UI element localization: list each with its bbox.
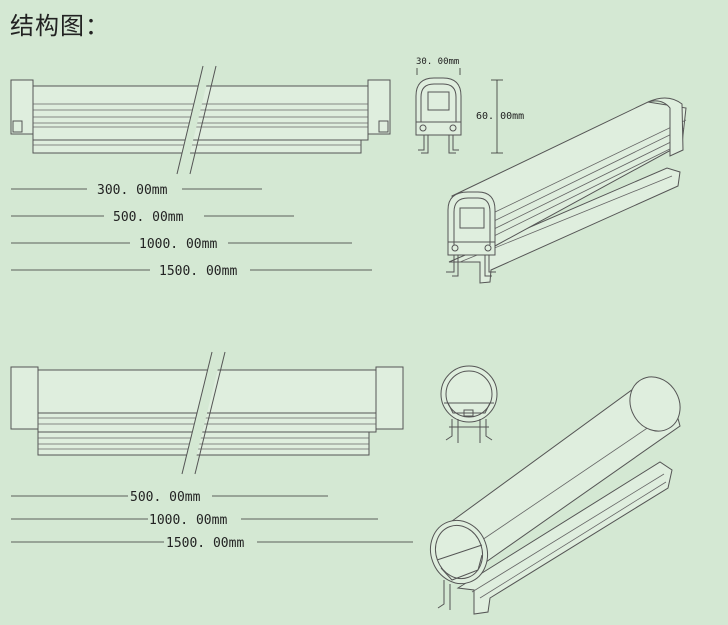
bottom-dimension-lines [11, 495, 413, 543]
top-cross-section [415, 68, 503, 154]
dim-label-500-round: 500. 00mm [130, 490, 201, 505]
dim-label-500: 500. 00mm [113, 210, 184, 225]
dim-label-1500-round: 1500. 00mm [166, 536, 244, 551]
top-isometric-view [446, 97, 687, 284]
dim-label-300: 300. 00mm [97, 183, 168, 198]
bottom-isometric-view [430, 376, 681, 615]
top-side-view [10, 65, 391, 175]
profile-height-label: 60. 00mm [476, 111, 524, 122]
bottom-cross-section [440, 365, 498, 443]
dim-label-1000-round: 1000. 00mm [149, 513, 227, 528]
dim-label-1500: 1500. 00mm [159, 264, 237, 279]
bottom-side-view [10, 351, 404, 475]
dim-label-1000: 1000. 00mm [139, 237, 217, 252]
profile-width-label: 30. 00mm [416, 57, 459, 67]
page-title: 结构图： [10, 12, 110, 40]
top-dimension-lines [11, 188, 372, 271]
